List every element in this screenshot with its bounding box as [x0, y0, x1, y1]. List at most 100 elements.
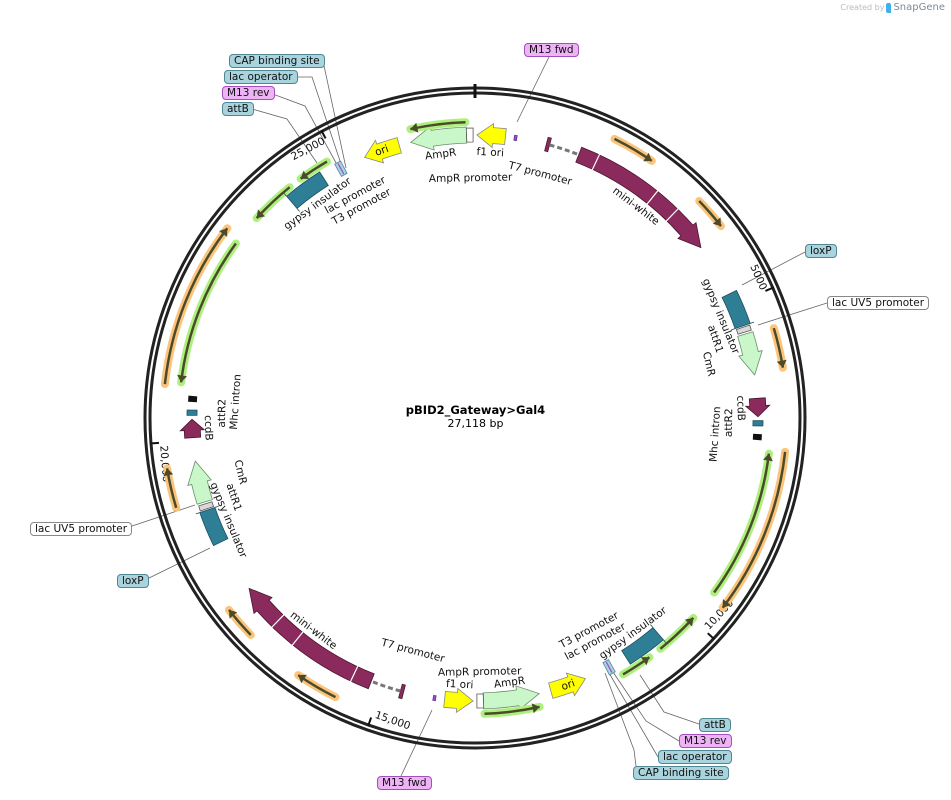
arrowhead-icon — [256, 209, 266, 219]
arrowhead-icon — [684, 617, 694, 627]
callout-loxp[interactable]: loxP — [117, 574, 149, 588]
leader-br-attb — [639, 674, 700, 725]
map-title: pBID2_Gateway>Gal4 27,118 bp — [0, 403, 951, 430]
callout-lac-uv5-promoter[interactable]: lac UV5 promoter — [30, 522, 133, 536]
feature-t7-promoter — [398, 683, 406, 700]
credit-prefix: Created by — [840, 3, 885, 12]
feature-label-cmr: CmR — [232, 459, 249, 486]
features — [160, 118, 790, 718]
feature-label-ori: ori — [373, 143, 390, 159]
arrowhead-icon — [722, 599, 731, 608]
feature-f1-ori — [476, 122, 507, 149]
exon-boundary — [291, 631, 304, 646]
feature-mhc-intron — [752, 433, 762, 441]
misc-feature-line — [163, 227, 229, 385]
exon-boundary — [591, 153, 601, 171]
tick-mark — [367, 717, 373, 727]
callout-lac-operator[interactable]: lac operator — [224, 70, 298, 84]
feature-m13-rev — [605, 661, 613, 673]
feature-ampr-promoter — [465, 127, 474, 143]
feature-ccdb — [179, 418, 206, 439]
feature-label-t7-promoter: T7 promoter — [506, 159, 574, 188]
leader-br-cap — [604, 672, 637, 767]
feature-attr1 — [198, 501, 215, 512]
leader-left-loxp — [142, 547, 211, 582]
feature-label-f1-ori: f1 ori — [476, 146, 504, 160]
misc-feature-arrow — [160, 224, 232, 389]
callout-m13-rev[interactable]: M13 rev — [222, 86, 275, 100]
feature-cmr — [187, 460, 213, 505]
misc-feature-arrow — [610, 134, 656, 165]
misc-feature-line — [713, 453, 771, 594]
callout-m13-rev[interactable]: M13 rev — [679, 734, 732, 748]
callout-lac-uv5-promoter[interactable]: lac UV5 promoter — [827, 296, 930, 310]
misc-feature-arrow — [656, 613, 698, 653]
arrowhead-icon — [640, 657, 650, 666]
leader-top-attb — [251, 108, 318, 164]
misc-feature-arrow — [225, 605, 255, 639]
callout-m13-fwd[interactable]: M13 fwd — [377, 776, 432, 790]
dashed-connector — [549, 143, 580, 157]
feature-gypsy-insulator — [283, 171, 329, 212]
feature-label-attr2: attR2 — [723, 408, 736, 437]
feature-mini-white — [575, 146, 702, 249]
arrowhead-icon — [177, 374, 187, 383]
misc-feature-line — [179, 242, 237, 383]
feature-label-ori: ori — [560, 677, 577, 693]
feature-f1-ori — [443, 687, 474, 714]
leader-top-m13fwd — [516, 56, 550, 123]
arrowhead-icon — [229, 609, 238, 619]
feature-label-ampr: AmpR — [493, 675, 526, 691]
misc-feature-arrow — [296, 157, 331, 183]
arrowhead-icon — [163, 468, 174, 477]
callout-cap-binding-site[interactable]: CAP binding site — [633, 766, 729, 780]
callout-attb[interactable]: attB — [699, 718, 731, 732]
callout-cap-binding-site[interactable]: CAP binding site — [229, 54, 325, 68]
feature-label-ccdb: ccdB — [734, 395, 747, 421]
feature-label-mhc-intron: Mhc intron — [708, 406, 724, 462]
exon-boundary — [349, 665, 359, 683]
arrowhead-icon — [300, 170, 310, 179]
arrowhead-icon — [410, 122, 419, 133]
plasmid-name: pBID2_Gateway>Gal4 — [405, 403, 546, 417]
callout-attb[interactable]: attB — [222, 102, 254, 116]
misc-feature-arrow — [163, 464, 181, 512]
feature-label-f1-ori: f1 ori — [446, 678, 474, 692]
feature-primer — [432, 694, 437, 702]
tick-mark — [765, 286, 775, 292]
tick-mark — [707, 632, 716, 641]
feature-gypsy-insulator — [621, 624, 667, 665]
feature-mini-white — [248, 587, 375, 690]
feature-ampr-promoter — [476, 693, 485, 709]
feature-label-cmr: CmR — [700, 351, 717, 378]
exon-boundary — [646, 190, 659, 205]
misc-feature-arrow — [718, 447, 790, 612]
feature-m13-rev — [337, 163, 345, 175]
feature-label-attr2: attR2 — [216, 399, 229, 428]
misc-feature-arrow — [252, 183, 294, 223]
credit-brand: SnapGene — [893, 2, 945, 13]
dashed-connector — [370, 679, 401, 693]
feature-attr1 — [735, 324, 752, 335]
feature-label-ampr-promoter: AmpR promoter — [429, 171, 513, 185]
callout-m13-fwd[interactable]: M13 fwd — [524, 43, 579, 57]
feature-ccdb — [744, 397, 771, 418]
feature-label-t7-promoter: T7 promoter — [379, 636, 447, 665]
plasmid-length: 27,118 bp — [447, 417, 504, 430]
misc-feature-line — [721, 451, 787, 609]
leader-top-lacop — [292, 76, 344, 171]
feature-ori — [548, 672, 587, 699]
callout-lac-operator[interactable]: lac operator — [658, 750, 732, 764]
feature-mhc-intron — [188, 395, 198, 403]
arrowhead-icon — [643, 152, 652, 162]
feature-attr2 — [186, 409, 198, 416]
feature-ori — [363, 137, 402, 164]
callout-loxp[interactable]: loxP — [805, 244, 837, 258]
misc-feature-arrow — [480, 702, 544, 718]
arrowhead-icon — [763, 453, 773, 462]
arrowhead-icon — [531, 703, 540, 714]
arrowhead-icon — [219, 228, 228, 237]
leader-right-lacuv5 — [757, 302, 828, 326]
tick-mark — [320, 130, 327, 139]
